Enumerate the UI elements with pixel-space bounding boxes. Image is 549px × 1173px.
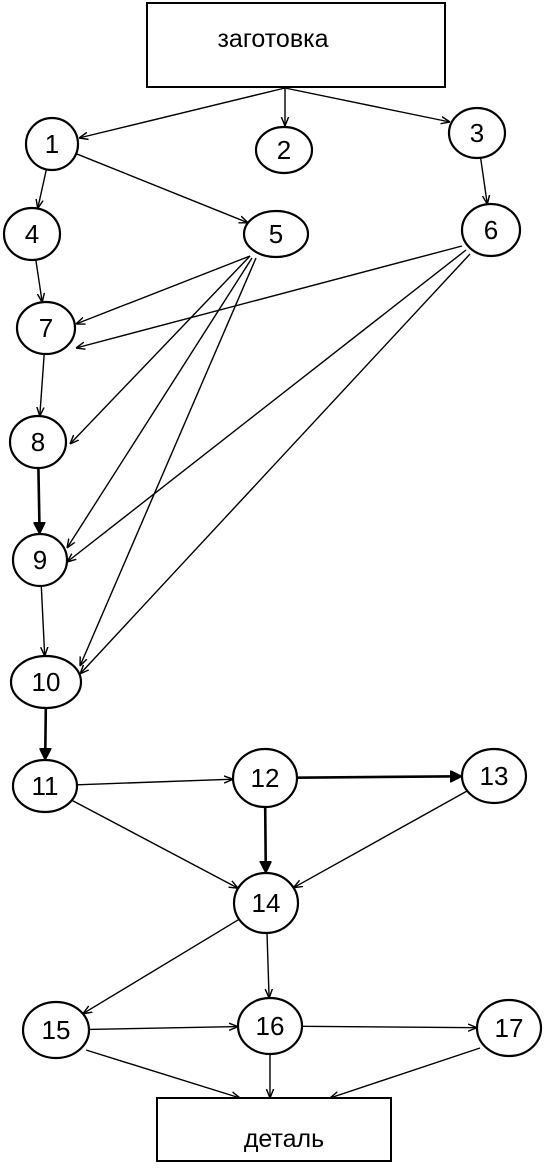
edge-11-to-14 <box>71 799 238 888</box>
node-3: 3 <box>447 106 507 160</box>
node-14: 14 <box>232 871 300 935</box>
node-11-label: 11 <box>32 771 59 801</box>
node-11-circle <box>11 758 79 814</box>
node-5: 5 <box>242 209 310 259</box>
edge-5-to-10 <box>80 257 257 666</box>
edge-15-to-end <box>85 1049 240 1098</box>
node-2: 2 <box>254 125 314 175</box>
node-1-circle <box>24 116 80 172</box>
edge-17-to-end <box>330 1047 481 1098</box>
edge-8-to-9 <box>38 467 39 534</box>
node-16: 16 <box>236 996 304 1056</box>
edge-5-to-9 <box>67 257 253 548</box>
end-box-label: деталь <box>244 1125 324 1153</box>
edge-11-to-12 <box>76 779 233 786</box>
node-13: 13 <box>460 747 528 805</box>
node-3-circle <box>447 106 507 160</box>
edge-3-to-6 <box>479 157 488 204</box>
edge-16-to-17 <box>301 1026 477 1027</box>
node-2-label: 2 <box>277 135 291 165</box>
edge-5-to-7 <box>76 255 251 324</box>
edge-start-to-3 <box>284 87 450 122</box>
node-8-circle <box>8 414 68 470</box>
node-12-circle <box>231 747 299 809</box>
end-box: деталь <box>156 1097 392 1162</box>
start-box-label: заготовка <box>217 25 328 53</box>
node-5-label: 5 <box>269 219 283 249</box>
edge-6-to-7 <box>76 245 463 348</box>
node-11: 11 <box>11 758 79 814</box>
node-9-circle <box>11 532 69 588</box>
edge-5-to-8 <box>70 255 251 444</box>
edge-4-to-7 <box>35 259 42 302</box>
edges-layer <box>35 87 488 1098</box>
node-12-label: 12 <box>251 763 280 793</box>
edge-12-to-14 <box>265 806 266 873</box>
node-1: 1 <box>24 116 80 172</box>
node-13-label: 13 <box>480 761 509 791</box>
node-7-circle <box>15 300 77 356</box>
node-12: 12 <box>231 747 299 809</box>
node-8: 8 <box>8 414 68 470</box>
node-4-label: 4 <box>25 219 39 249</box>
node-7: 7 <box>15 300 77 356</box>
node-15-label: 15 <box>42 1015 71 1045</box>
node-3-label: 3 <box>470 118 484 148</box>
edge-6-to-9 <box>67 249 467 562</box>
node-4: 4 <box>2 206 62 262</box>
node-17: 17 <box>475 998 543 1058</box>
node-16-circle <box>236 996 304 1056</box>
edge-1-to-5 <box>75 153 248 223</box>
node-6-circle <box>460 202 522 258</box>
node-14-label: 14 <box>252 888 281 918</box>
node-13-circle <box>460 747 528 805</box>
node-8-label: 8 <box>31 427 45 457</box>
edge-6-to-10 <box>80 253 471 674</box>
edge-1-to-4 <box>38 169 48 208</box>
edge-start-to-1 <box>79 87 286 138</box>
node-9-label: 9 <box>33 545 47 575</box>
node-4-circle <box>2 206 62 262</box>
node-2-circle <box>254 125 314 175</box>
edge-14-to-15 <box>83 918 240 1013</box>
edge-10-to-11 <box>45 707 46 760</box>
node-1-label: 1 <box>45 129 59 159</box>
node-9: 9 <box>11 532 69 588</box>
start-box: заготовка <box>146 2 446 88</box>
node-17-circle <box>475 998 543 1058</box>
edge-9-to-10 <box>41 585 44 656</box>
node-17-label: 17 <box>495 1013 524 1043</box>
node-15-circle <box>21 1000 91 1060</box>
node-14-circle <box>232 871 300 935</box>
node-15: 15 <box>21 1000 91 1060</box>
node-6-label: 6 <box>484 215 498 245</box>
node-16-label: 16 <box>256 1011 285 1041</box>
node-10-circle <box>9 654 83 710</box>
edge-14-to-16 <box>267 932 269 998</box>
edge-7-to-8 <box>40 353 45 416</box>
node-6: 6 <box>460 202 522 258</box>
edge-13-to-14 <box>294 790 468 888</box>
node-10-label: 10 <box>32 667 61 697</box>
node-5-circle <box>242 209 310 259</box>
edge-12-to-13 <box>296 776 462 777</box>
edge-15-to-16 <box>88 1027 238 1030</box>
node-7-label: 7 <box>39 313 53 343</box>
node-10: 10 <box>9 654 83 710</box>
